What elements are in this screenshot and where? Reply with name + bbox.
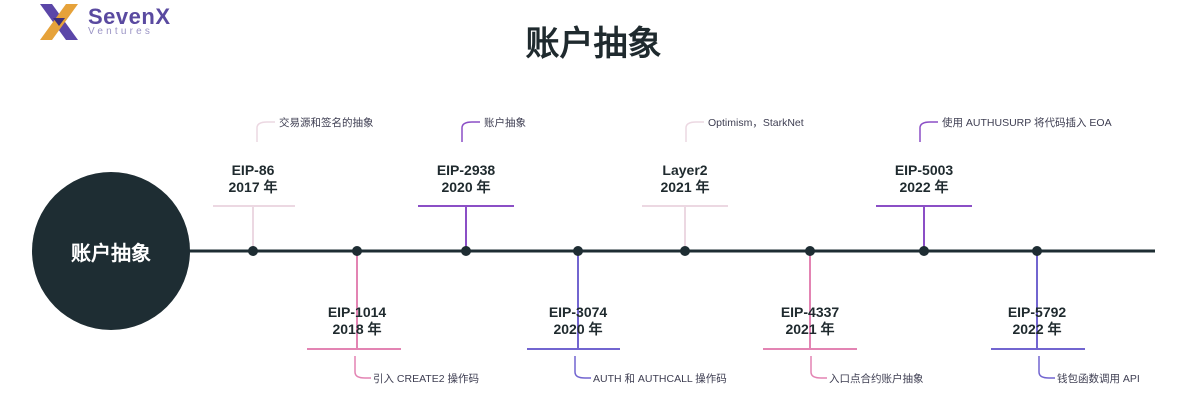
milestone-note-eip-3074: AUTH 和 AUTHCALL 操作码 (593, 373, 727, 385)
milestone-note-eip-2938: 账户抽象 (484, 117, 526, 129)
milestone-name: EIP-3074 (548, 304, 608, 320)
note-bracket-eip-5003 (919, 121, 938, 142)
milestone-name: EIP-5003 (894, 162, 954, 178)
milestone-name: Layer2 (662, 162, 708, 178)
note-bracket-eip-2938 (461, 121, 480, 142)
timeline-dot-eip-4337 (805, 246, 815, 256)
milestone-year: 2022 年 (1012, 321, 1062, 337)
sevenx-logo: SevenX Ventures (40, 4, 200, 40)
note-bracket-eip-3074 (574, 356, 591, 379)
timeline-dot-eip-3074 (573, 246, 583, 256)
note-bracket-eip-5792 (1038, 356, 1055, 379)
milestone-year: 2020 年 (553, 321, 603, 337)
note-bracket-eip-86 (256, 121, 275, 142)
timeline-dot-eip-1014 (352, 246, 362, 256)
milestone-name: EIP-2938 (436, 162, 496, 178)
timeline-dot-eip-2938 (461, 246, 471, 256)
timeline-dot-layer2 (680, 246, 690, 256)
milestone-year: 2017 年 (228, 179, 278, 195)
milestone-year: 2022 年 (899, 179, 949, 195)
note-bracket-layer2 (685, 121, 704, 142)
note-bracket-eip-4337 (810, 356, 827, 379)
page-title: 账户抽象 (525, 25, 662, 63)
milestone-year: 2021 年 (785, 321, 835, 337)
timeline-dot-eip-5792 (1032, 246, 1042, 256)
milestone-note-eip-1014: 引入 CREATE2 操作码 (373, 373, 479, 385)
logo-subtitle: Ventures (88, 26, 154, 37)
milestone-year: 2020 年 (441, 179, 491, 195)
note-bracket-eip-1014 (354, 356, 371, 379)
milestone-note-eip-86: 交易源和签名的抽象 (279, 117, 374, 129)
milestone-note-eip-4337: 入口点合约账户抽象 (829, 373, 924, 385)
milestone-year: 2018 年 (332, 321, 382, 337)
milestone-name: EIP-86 (231, 162, 275, 178)
timeline-dot-eip-86 (248, 246, 258, 256)
milestone-name: EIP-1014 (327, 304, 387, 320)
timeline-dot-eip-5003 (919, 246, 929, 256)
logo-name: SevenX (88, 4, 171, 29)
milestone-note-eip-5003: 使用 AUTHUSURP 将代码插入 EOA (942, 117, 1112, 129)
hub-circle: 账户抽象 (32, 172, 190, 330)
hub-label: 账户抽象 (71, 242, 151, 265)
milestone-note-eip-5792: 钱包函数调用 API (1057, 373, 1140, 385)
milestone-name: EIP-4337 (780, 304, 840, 320)
sevenx-x-icon (40, 4, 78, 40)
milestone-note-layer2: Optimism，StarkNet (708, 117, 804, 129)
milestone-name: EIP-5792 (1007, 304, 1067, 320)
milestone-year: 2021 年 (660, 179, 710, 195)
